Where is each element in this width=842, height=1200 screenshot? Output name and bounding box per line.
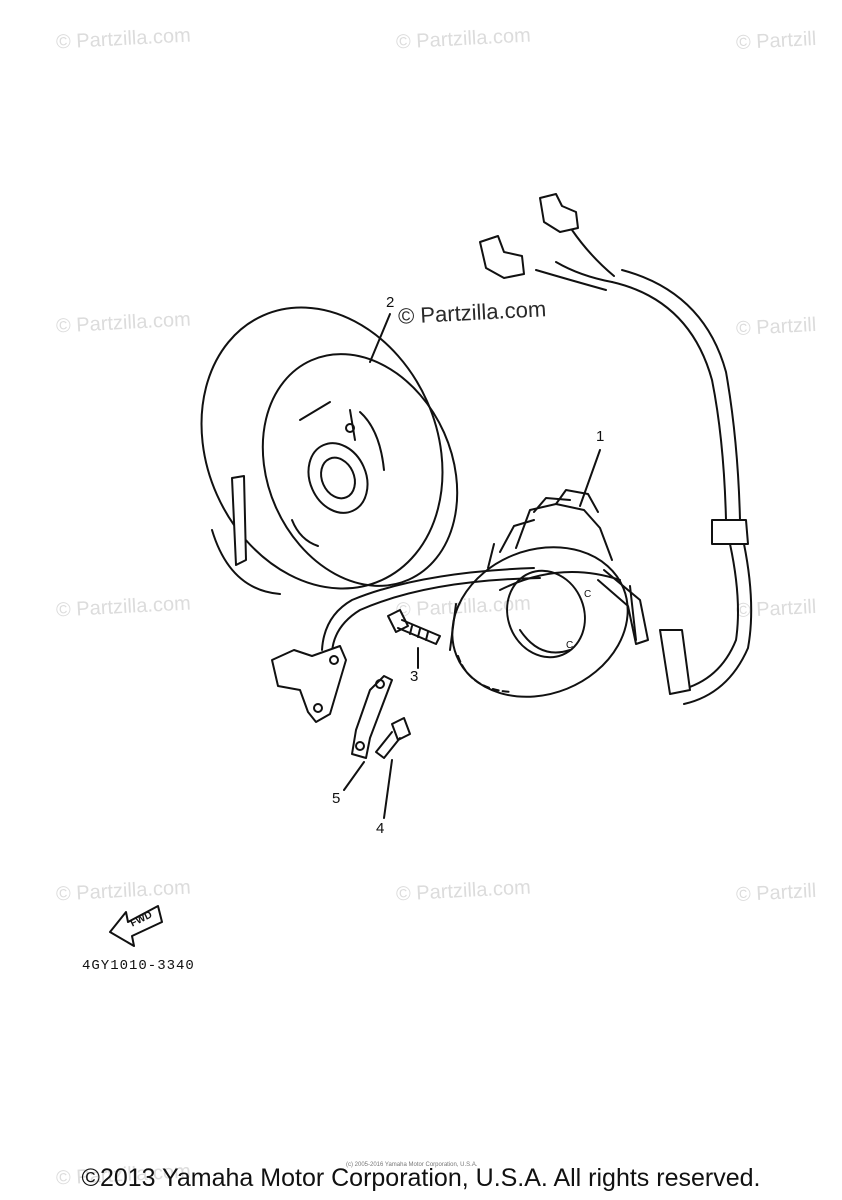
callout-4: 4 bbox=[376, 820, 385, 837]
diagram-code: 4GY1010-3340 bbox=[82, 958, 195, 974]
wire-harness bbox=[321, 193, 753, 705]
bolt-part-3 bbox=[387, 609, 441, 645]
callout-1: 1 bbox=[596, 428, 605, 445]
pickup-coil bbox=[271, 645, 347, 723]
copyright-footer: ©2013 Yamaha Motor Corporation, U.S.A. A… bbox=[81, 1164, 761, 1192]
svg-text:C: C bbox=[566, 640, 573, 651]
svg-text:C: C bbox=[584, 589, 591, 600]
forward-direction-arrow bbox=[109, 905, 163, 947]
callout-2: 2 bbox=[386, 294, 395, 311]
callout-3: 3 bbox=[410, 668, 419, 685]
callout-5: 5 bbox=[332, 790, 341, 807]
source-note: (c) 2005-2016 Yamaha Motor Corporation, … bbox=[346, 1162, 478, 1168]
screw-part-4 bbox=[375, 717, 411, 759]
clamp-plate bbox=[351, 675, 393, 759]
stator-assembly: C C bbox=[449, 489, 637, 698]
flywheel-rotor bbox=[200, 306, 459, 595]
